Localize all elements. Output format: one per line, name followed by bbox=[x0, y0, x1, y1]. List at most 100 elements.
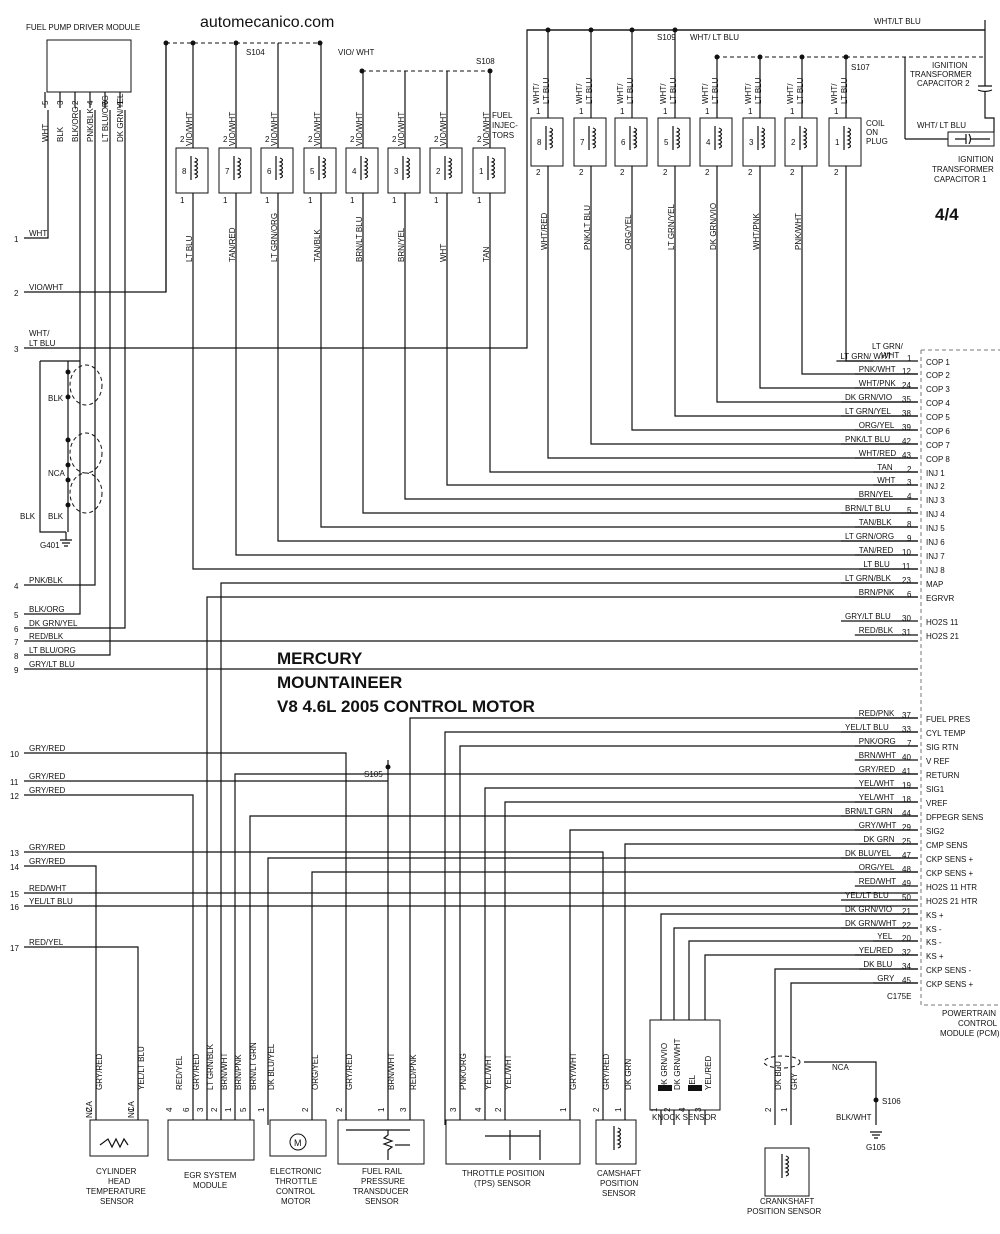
pcm-wire-color: BRN/LT GRN bbox=[845, 807, 893, 816]
coil-to-pcm bbox=[547, 166, 918, 459]
injector-body bbox=[175, 147, 209, 194]
cht-nca: NCA bbox=[85, 1100, 94, 1118]
wire-grywht-tps bbox=[569, 829, 918, 1125]
injector-out-wire: TAN/BLK bbox=[313, 229, 322, 262]
title-line-2: MOUNTAINEER bbox=[277, 673, 402, 692]
injector-pin-top: 2 bbox=[477, 135, 482, 144]
splice-dot bbox=[163, 40, 169, 46]
tps-pin-wire: GRY/WHT bbox=[569, 1052, 578, 1090]
pcm-pin-function: DFPEGR SENS bbox=[926, 813, 983, 822]
pcm-pin-function: SIG1 bbox=[926, 785, 945, 794]
shield-ellipse bbox=[69, 472, 103, 514]
fpm-pin-wire: PNK/BLK bbox=[86, 108, 95, 142]
svg-text:THROTTLE POSITION: THROTTLE POSITION bbox=[462, 1169, 545, 1178]
svg-text:TRANSDUCER: TRANSDUCER bbox=[353, 1187, 409, 1196]
svg-text:(TPS) SENSOR: (TPS) SENSOR bbox=[474, 1179, 531, 1188]
coil-out-wire: WHT/RED bbox=[540, 212, 549, 250]
coil-feed-wire: WHT/ bbox=[744, 83, 753, 104]
pcm-pin-number: 22 bbox=[902, 921, 911, 930]
pcm-wire-color: LT GRN/ORG bbox=[845, 532, 894, 541]
pcm-pin-function: KS - bbox=[926, 938, 942, 947]
coil-winding-winding bbox=[632, 127, 638, 149]
injector-out-wire: LT BLU bbox=[185, 235, 194, 262]
coil-feed-wire: LT BLU bbox=[542, 77, 551, 104]
ckp-ground bbox=[870, 1131, 882, 1139]
svg-text:PRESSURE: PRESSURE bbox=[361, 1177, 405, 1186]
injector-to-pcm bbox=[362, 193, 918, 514]
pcm-pin-function: COP 4 bbox=[926, 399, 950, 408]
ground-g401: G401 bbox=[40, 541, 60, 550]
pcm-pin-number: 41 bbox=[902, 767, 911, 776]
egr-pin-number: 6 bbox=[182, 1107, 191, 1112]
svg-text:SENSOR: SENSOR bbox=[100, 1197, 134, 1206]
injector-feed-wire: VIO/WHT bbox=[439, 112, 448, 146]
pcm-pin-function: COP 1 bbox=[926, 358, 950, 367]
left-connector-pin: 3 bbox=[14, 345, 19, 354]
svg-text:MOTOR: MOTOR bbox=[281, 1197, 311, 1206]
injector-number: 6 bbox=[267, 167, 272, 176]
splice-s106: S106 bbox=[882, 1097, 901, 1106]
pcm-pin-number: 18 bbox=[902, 795, 911, 804]
injector-body bbox=[387, 147, 421, 194]
splice-s104: S104 bbox=[246, 48, 265, 57]
pcm-pin-function: INJ 5 bbox=[926, 524, 945, 533]
injector-pin-bot: 1 bbox=[434, 196, 439, 205]
coil-feed-wire: LT BLU bbox=[585, 77, 594, 104]
coil-feed-wire: LT BLU bbox=[840, 77, 849, 104]
pcm-pin-function: HO2S 21 HTR bbox=[926, 897, 978, 906]
ckp-pin-number: 2 bbox=[764, 1107, 773, 1112]
injector-feed-wire: VIO/WHT bbox=[270, 112, 279, 146]
pcm-wire-color: LT GRN/ WHT bbox=[840, 352, 891, 361]
frp-pin-number: 2 bbox=[335, 1107, 344, 1112]
pcm-pin-number: 49 bbox=[902, 879, 911, 888]
ckp-pin-number: 1 bbox=[780, 1107, 789, 1112]
pcm-pin-function: FUEL PRES bbox=[926, 715, 970, 724]
injector-number: 8 bbox=[182, 167, 187, 176]
fpm-pin-wire: WHT bbox=[41, 124, 50, 142]
left-wire-color: RED/BLK bbox=[29, 632, 64, 641]
coil-feed-wire: WHT/ bbox=[830, 83, 839, 104]
ground-symbol bbox=[60, 532, 72, 547]
splice-dot bbox=[359, 68, 365, 74]
wire-gryred-pin12 bbox=[24, 794, 194, 1125]
injector-feed-wire: VIO/WHT bbox=[397, 112, 406, 146]
pcm-wire-color: DK GRN/VIO bbox=[845, 393, 892, 402]
coil-winding bbox=[545, 126, 554, 150]
tps-pin-number: 3 bbox=[449, 1107, 458, 1112]
pcm-pin-function: COP 2 bbox=[926, 371, 950, 380]
pcm-pin-number: 4 bbox=[907, 492, 912, 501]
coil-feed-wire: WHT/ bbox=[659, 83, 668, 104]
left-connector-pin: 11 bbox=[10, 778, 19, 787]
injector-coil-winding bbox=[447, 157, 453, 179]
pcm-wire-color: DK BLU bbox=[863, 960, 892, 969]
ckp-blkwht: BLK/WHT bbox=[836, 1113, 872, 1122]
wire-ltbluorg-pin8 bbox=[24, 110, 111, 656]
pcm-wire-color: YEL/WHT bbox=[859, 779, 895, 788]
knock-label: KNOCK SENSOR bbox=[652, 1113, 717, 1122]
coil-body bbox=[784, 117, 818, 167]
wire-ckp bbox=[790, 982, 918, 1125]
injector-out-wire: TAN bbox=[482, 246, 491, 262]
svg-text:THROTTLE: THROTTLE bbox=[275, 1177, 317, 1186]
injector-coil bbox=[275, 156, 284, 180]
injectors-label-1: FUEL bbox=[492, 111, 513, 120]
coil-feed-wire: WHT/ bbox=[532, 83, 541, 104]
frp-pin-number: 1 bbox=[377, 1107, 386, 1112]
coil-winding bbox=[672, 126, 681, 150]
pcm-pin-function: COP 7 bbox=[926, 441, 950, 450]
pcm-pin-number: 9 bbox=[907, 534, 912, 543]
egr-pin-wire: BRN/PNK bbox=[234, 1054, 243, 1090]
cap1-label-3: CAPACITOR 1 bbox=[934, 175, 987, 184]
injector-coil-winding bbox=[193, 157, 199, 179]
egr-pin-wire: RED/YEL bbox=[175, 1055, 184, 1090]
wire-redyel-pin17 bbox=[24, 946, 139, 1125]
tps-label: THROTTLE POSITION (TPS) SENSOR bbox=[462, 1169, 545, 1188]
wire-brnpnk-egr bbox=[206, 596, 918, 1125]
wire-yelltblu-cht bbox=[444, 731, 918, 1125]
injector-out-wire: WHT bbox=[439, 244, 448, 262]
coil-out-wire: PNK/WHT bbox=[794, 213, 803, 250]
wire-gryred-pin10 bbox=[24, 752, 347, 1125]
ckp-pin-wire: DK BLU bbox=[774, 1061, 783, 1090]
